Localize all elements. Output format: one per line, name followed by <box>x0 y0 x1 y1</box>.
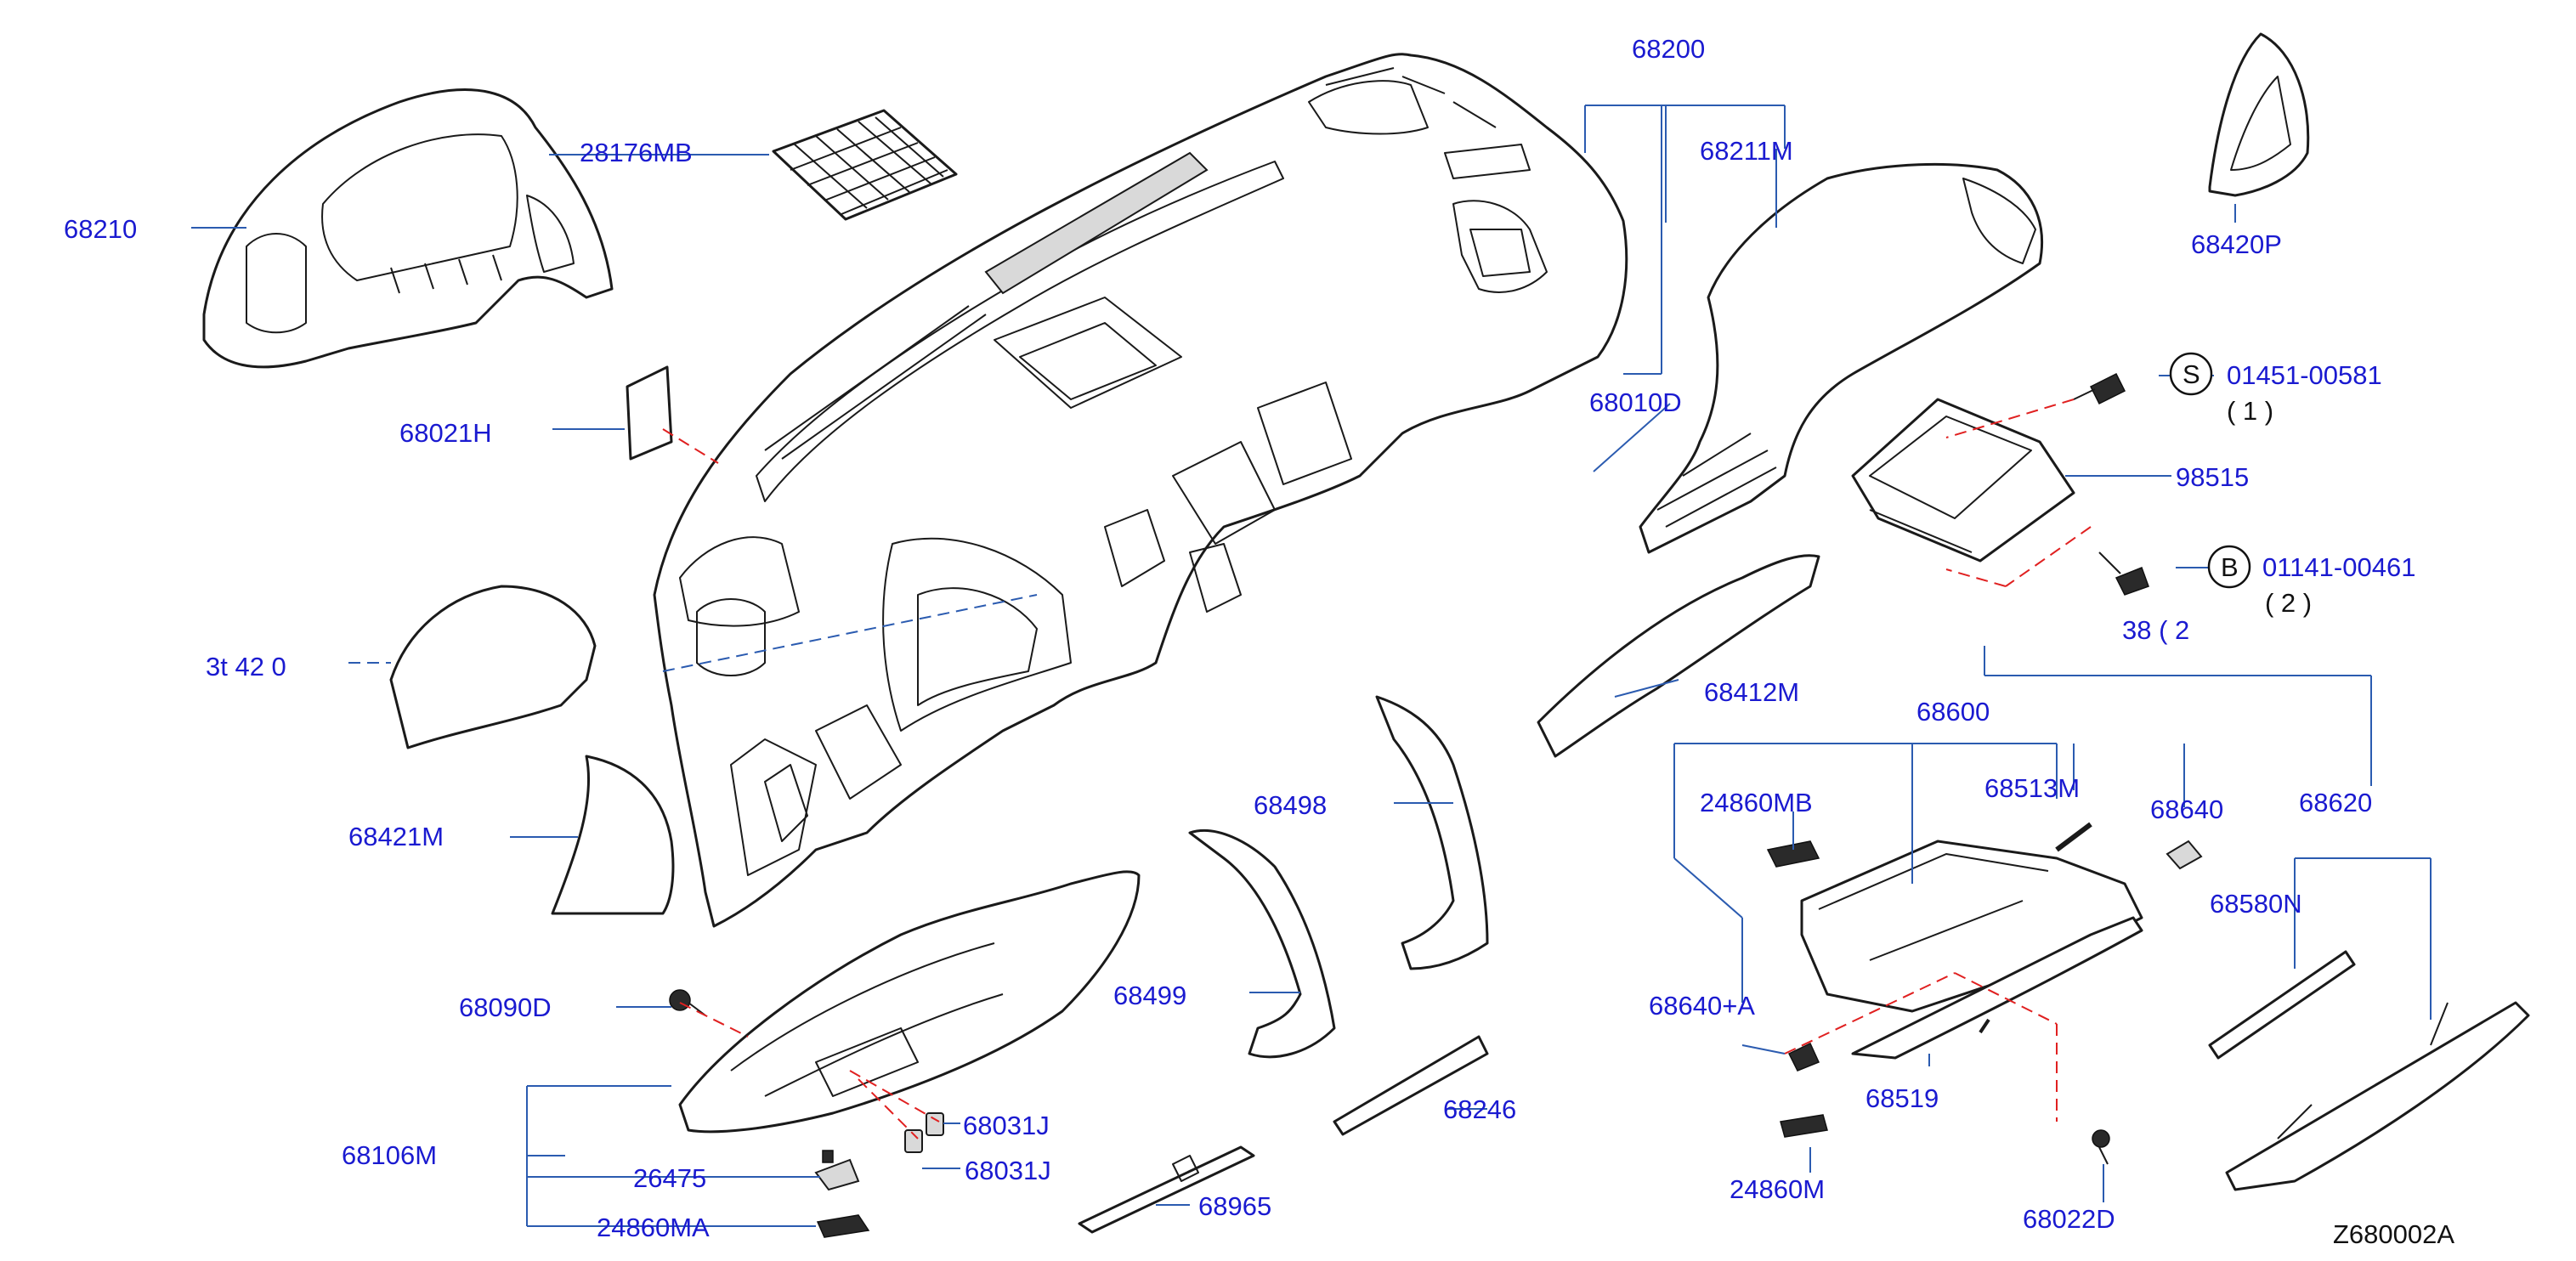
callout-01451-qty: ( 1 ) <box>2227 396 2273 426</box>
callout-68420P: 68420P <box>2191 229 2282 259</box>
callout-68412M: 68412M <box>1704 677 1799 707</box>
part-68021H-label <box>626 365 673 461</box>
callout-24860MA: 24860MA <box>597 1213 710 1242</box>
part-68210-cluster-hood <box>202 88 614 369</box>
part-68211M-side-trim <box>1639 162 2044 554</box>
callout-68965: 68965 <box>1198 1191 1271 1221</box>
callout-68640: 68640 <box>2150 794 2223 824</box>
callout-01141-00461: 01141-00461 <box>2262 552 2415 582</box>
callout-68421M: 68421M <box>348 822 444 851</box>
callout-68513M: 68513M <box>1984 773 2080 803</box>
callout-68620: 68620 <box>2299 788 2372 817</box>
part-68412M-strip <box>1537 554 1820 758</box>
callout-68200: 68200 <box>1632 34 1705 64</box>
part-68620-lid <box>2225 1001 2530 1191</box>
callout-68090D: 68090D <box>459 992 552 1022</box>
part-68965-bar <box>1078 1145 1255 1234</box>
callout-68519: 68519 <box>1865 1083 1939 1113</box>
svg-text:S: S <box>2183 359 2200 389</box>
part-68420P-bracket <box>2208 32 2310 197</box>
callout-24860MB: 24860MB <box>1700 788 1813 817</box>
callout-68210: 68210 <box>64 214 137 244</box>
callout-68499: 68499 <box>1113 981 1186 1010</box>
callout-68498: 68498 <box>1254 790 1327 820</box>
callout-28176MB: 28176MB <box>580 138 693 167</box>
part-68498-pillar <box>1375 695 1489 970</box>
part-68513M-rod <box>2055 822 2092 852</box>
part-68420-trim <box>389 585 597 749</box>
part-68090D-screw <box>669 989 706 1016</box>
part-98515-bracket <box>1851 398 2075 563</box>
marker-b: B <box>2207 545 2251 589</box>
part-68022D-screw <box>2092 1129 2110 1165</box>
bolt-01141 <box>2098 551 2149 596</box>
callout-98515: 98515 <box>2176 462 2249 492</box>
part-68200-instrument-panel <box>653 53 1628 928</box>
callout-68246: 68246 <box>1443 1094 1516 1124</box>
part-68246-bar <box>1333 1035 1489 1136</box>
callout-68106M: 68106M <box>342 1140 437 1170</box>
part-68519-pin <box>1979 1018 1990 1034</box>
callout-68-partial: 38 ( 2 <box>2122 615 2189 645</box>
callout-68600: 68600 <box>1916 697 1990 727</box>
part-26475-lamp <box>814 1150 860 1191</box>
part-68106M-lower-cover <box>678 870 1141 1134</box>
part-24860MA-connector <box>816 1214 870 1238</box>
callout-68211M: 68211M <box>1700 136 1793 166</box>
callout-24860M: 24860M <box>1730 1174 1825 1204</box>
callout-01141-qty: ( 2 ) <box>2265 588 2312 618</box>
marker-s: S <box>2169 352 2213 396</box>
callout-68022D: 68022D <box>2023 1204 2115 1234</box>
callout-26475: 26475 <box>633 1163 706 1193</box>
part-68640A-latch <box>1787 1042 1820 1072</box>
part-68600-glove-box <box>1800 840 2143 1060</box>
callout-68021H: 68021H <box>399 418 492 448</box>
part-24860M-connector <box>1780 1114 1828 1138</box>
attachment-dashes <box>348 399 2371 1139</box>
bolt-01451 <box>2073 372 2126 405</box>
callout-68420-partial: 3t 42 0 <box>206 652 286 681</box>
part-24860MB-connector <box>1766 840 1820 868</box>
svg-text:B: B <box>2221 552 2239 582</box>
part-68580N-trim <box>2208 950 2356 1060</box>
leader-lines <box>191 105 2432 1227</box>
part-68421M-cover <box>551 755 675 915</box>
callout-68580N: 68580N <box>2210 889 2302 919</box>
callout-68031J-b: 68031J <box>965 1156 1051 1185</box>
diagram-id: Z680002A <box>2333 1219 2454 1249</box>
part-68640-latch <box>2166 840 2203 870</box>
part-28176MB-grille <box>772 109 958 221</box>
callout-68031J-a: 68031J <box>963 1111 1050 1140</box>
part-68499-pillar <box>1188 828 1336 1059</box>
callout-68010D: 68010D <box>1589 387 1682 417</box>
callout-68640A: 68640+A <box>1649 991 1755 1021</box>
callout-01451-00581: 01451-00581 <box>2227 360 2382 390</box>
